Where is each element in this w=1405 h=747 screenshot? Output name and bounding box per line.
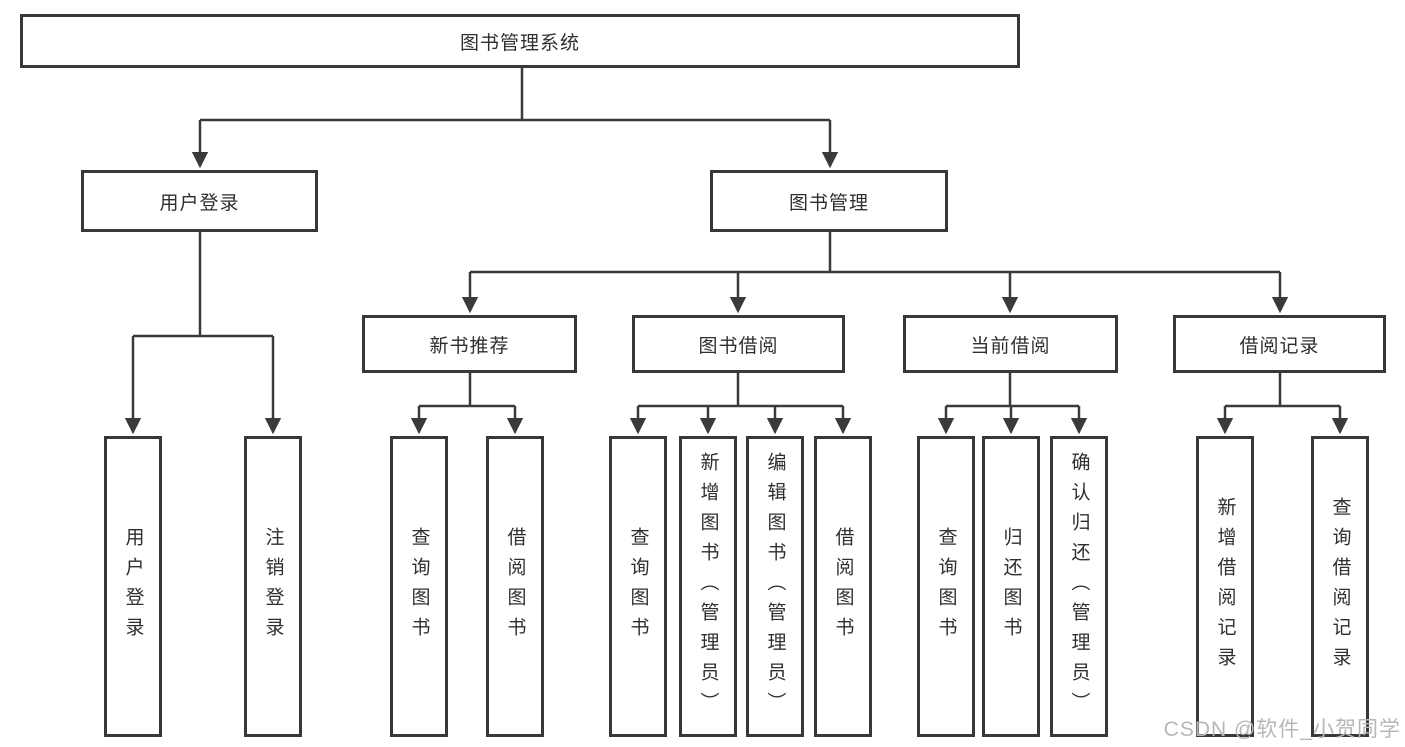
node-root-system: 图书管理系统 (20, 14, 1020, 68)
node-book-management: 图书管理 (710, 170, 948, 232)
leaf-query-books-borrow: 查询图书 (609, 436, 667, 737)
leaf-user-login: 用户登录 (104, 436, 162, 737)
connector-current-borrow-to-leaves (937, 371, 1088, 435)
connector-new-book-to-leaves (410, 371, 524, 435)
connector-user-login-to-leaves (124, 230, 282, 435)
leaf-query-books-recommend: 查询图书 (390, 436, 448, 737)
node-user-login: 用户登录 (81, 170, 318, 232)
csdn-watermark: CSDN @软件_小贺同学 (1163, 718, 1401, 741)
connector-borrow-records-to-leaves (1216, 371, 1349, 435)
leaf-confirm-return-admin: 确认归还（管理员） (1050, 436, 1108, 737)
leaf-logout: 注销登录 (244, 436, 302, 737)
leaf-return-books: 归还图书 (982, 436, 1040, 737)
connector-book-management-to-level3 (461, 230, 1289, 314)
leaf-borrow-books-recommend: 借阅图书 (486, 436, 544, 737)
leaf-borrow-books: 借阅图书 (814, 436, 872, 737)
connector-book-borrow-to-leaves (629, 371, 852, 435)
leaf-add-book-admin: 新增图书（管理员） (679, 436, 737, 737)
node-new-book-recommend: 新书推荐 (362, 315, 577, 373)
node-current-borrow: 当前借阅 (903, 315, 1118, 373)
node-book-borrow: 图书借阅 (632, 315, 845, 373)
node-borrow-records: 借阅记录 (1173, 315, 1386, 373)
leaf-query-books-current: 查询图书 (917, 436, 975, 737)
leaf-query-borrow-record: 查询借阅记录 (1311, 436, 1369, 737)
leaf-add-borrow-record: 新增借阅记录 (1196, 436, 1254, 737)
connector-root-to-level2 (191, 66, 839, 169)
leaf-edit-book-admin: 编辑图书（管理员） (746, 436, 804, 737)
